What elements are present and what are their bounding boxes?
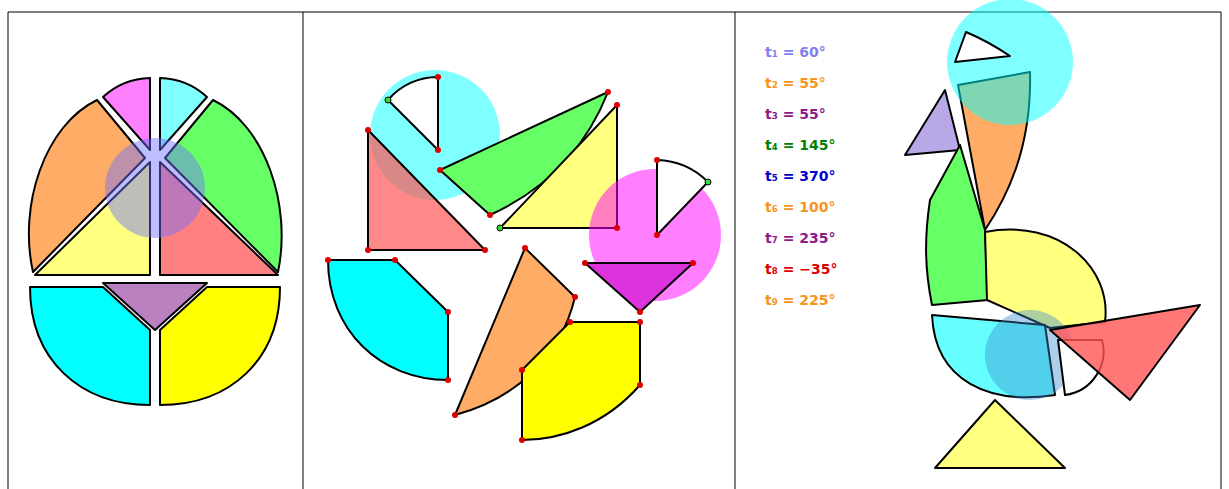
bird-figure: [905, 0, 1200, 468]
egg-assembled: [29, 78, 282, 405]
angle-label: t₃ = 55°: [762, 104, 829, 124]
angle-label: t₄ = 145°: [762, 135, 839, 155]
angle-label: t₆ = 100°: [762, 197, 839, 217]
angle-label: t₈ = −35°: [762, 259, 841, 279]
pieces-scattered: [325, 70, 721, 443]
angle-label: t₂ = 55°: [762, 73, 829, 93]
angle-label: t₅ = 370°: [762, 166, 839, 186]
angle-label: t₁ = 60°: [762, 42, 829, 62]
angle-label: t₇ = 235°: [762, 228, 839, 248]
angle-label: t₉ = 225°: [762, 290, 839, 310]
